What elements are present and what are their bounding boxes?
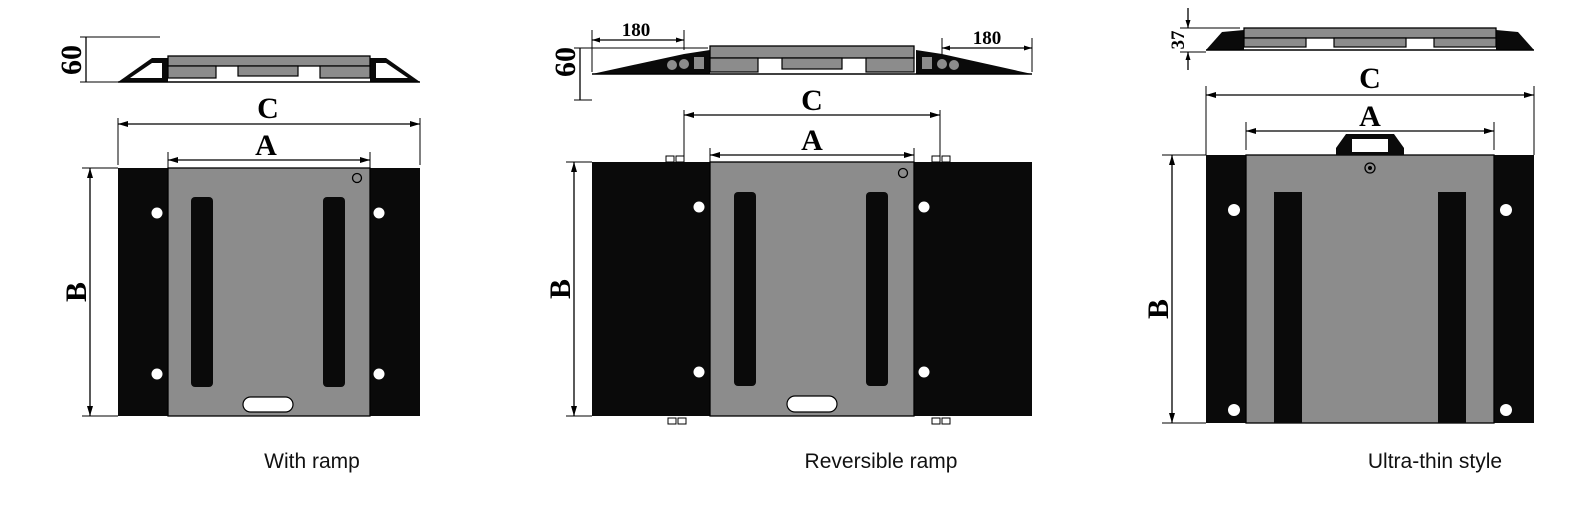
bolt-hole [151,368,163,380]
label-a: A [255,129,277,162]
bolt-hole [1500,204,1512,216]
right-ramp [914,162,1032,416]
right-slot [1438,192,1466,423]
right-ramp [1494,155,1534,423]
caption: Reversible ramp [805,450,958,473]
handle-slot [786,395,838,413]
bolt-hole [1228,404,1240,416]
bolt-hole [151,207,163,219]
label-c: C [801,84,823,117]
label-c: C [1359,62,1381,95]
left-slot [191,197,213,387]
label-c: C [257,92,279,125]
top-view [1206,134,1534,424]
bolt-hole [693,366,705,378]
level-indicator [351,172,363,184]
diagram-ultra-thin: 37 C A B [1142,8,1535,473]
height-dimension: 37 [1168,30,1189,50]
left-ramp-side [1206,30,1244,50]
left-slot [734,192,756,386]
side-view [80,36,420,83]
label-a: A [801,124,823,157]
height-dimension: 60 [549,47,582,77]
label-b: B [60,282,93,302]
bolt-hole [918,366,930,378]
caption: With ramp [264,450,360,473]
bolt-hole [373,207,385,219]
bolt-hole [1228,204,1240,216]
diagram-with-ramp: 60 C A B With ramp [0,0,520,511]
right-ramp-side [916,50,1032,74]
left-ramp-side [592,50,710,74]
bolt-hole [1500,404,1512,416]
with-ramp-drawing: 60 C A B With ramp [55,36,421,473]
side-view [1206,27,1534,51]
bolt-hole [373,368,385,380]
height-dimension: 60 [55,45,88,75]
right-slot [323,197,345,387]
left-slot [1274,192,1302,423]
bolt-hole [693,201,705,213]
top-view [592,155,1032,425]
top-view [118,167,420,417]
right-slot [866,192,888,386]
side-view [592,45,1032,75]
left-ramp [592,162,710,416]
left-ramp [1206,155,1246,423]
right-ramp-side [1496,30,1534,50]
label-b: B [1142,299,1175,319]
caption: Ultra-thin style [1368,450,1502,473]
left-ramp-length: 180 [622,20,651,41]
label-b: B [544,279,577,299]
bolt-hole [918,201,930,213]
level-indicator [897,167,909,179]
right-ramp-length: 180 [973,28,1002,49]
handle-slot [242,396,294,413]
label-a: A [1359,100,1381,133]
